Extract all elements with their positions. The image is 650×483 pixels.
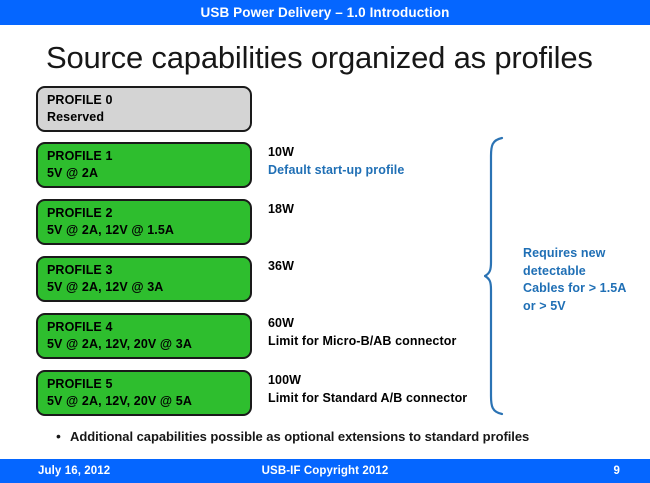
profile-name-0: PROFILE 0	[47, 93, 113, 107]
profile-spec-5: 5V @ 2A, 12V, 20V @ 5A	[47, 394, 192, 408]
profile-watt-5: 100W	[268, 373, 302, 387]
footer-divider	[0, 456, 650, 459]
profile-info-2: 18W	[268, 200, 483, 218]
profile-row-4: PROFILE 4 5V @ 2A, 12V, 20V @ 3A 60W Lim…	[0, 313, 650, 361]
profile-info-1: 10W Default start-up profile	[268, 143, 483, 179]
profile-box-5: PROFILE 5 5V @ 2A, 12V, 20V @ 5A	[36, 370, 252, 416]
profile-spec-1: 5V @ 2A	[47, 166, 99, 180]
profile-watt-2: 18W	[268, 202, 295, 216]
profile-note-4: Limit for Micro-B/AB connector	[268, 334, 457, 348]
profile-row-2: PROFILE 2 5V @ 2A, 12V @ 1.5A 18W	[0, 199, 650, 247]
annotation-line-3: Cables for > 1.5A	[523, 281, 627, 295]
profile-watt-3: 36W	[268, 259, 295, 273]
header-bar	[0, 0, 650, 25]
profile-box-4: PROFILE 4 5V @ 2A, 12V, 20V @ 3A	[36, 313, 252, 359]
profile-name-4: PROFILE 4	[47, 320, 113, 334]
bullet-item: • Additional capabilities possible as op…	[56, 428, 636, 445]
annotation-line-2: detectable	[523, 263, 586, 278]
profile-info-4: 60W Limit for Micro-B/AB connector	[268, 314, 483, 350]
profile-row-5: PROFILE 5 5V @ 2A, 12V, 20V @ 5A 100W Li…	[0, 370, 650, 418]
profile-spec-3: 5V @ 2A, 12V @ 3A	[47, 280, 164, 294]
header-divider	[0, 25, 650, 27]
profile-watt-1: 10W	[268, 145, 295, 159]
profile-watt-4: 60W	[268, 316, 295, 330]
profile-name-1: PROFILE 1	[47, 149, 113, 163]
footer-bar: USB-IF Copyright 2012 July 16, 2012 9	[0, 459, 650, 483]
footer-page-number: 9	[613, 465, 620, 477]
profile-row-0: PROFILE 0 Reserved	[0, 86, 650, 134]
profile-row-1: PROFILE 1 5V @ 2A 10W Default start-up p…	[0, 142, 650, 190]
footer-copyright: USB-IF Copyright 2012	[261, 465, 389, 477]
profile-box-1: PROFILE 1 5V @ 2A	[36, 142, 252, 188]
annotation-line-1: Requires new	[523, 246, 606, 260]
profile-name-3: PROFILE 3	[47, 263, 113, 277]
profile-row-3: PROFILE 3 5V @ 2A, 12V @ 3A 36W	[0, 256, 650, 304]
profile-name-5: PROFILE 5	[47, 377, 113, 391]
profile-info-3: 36W	[268, 257, 483, 275]
profile-box-0: PROFILE 0 Reserved	[36, 86, 252, 132]
profile-spec-0: Reserved	[47, 110, 105, 124]
profile-note-5: Limit for Standard A/B connector	[268, 391, 468, 405]
profile-note-1: Default start-up profile	[268, 163, 405, 177]
profile-info-5: 100W Limit for Standard A/B connector	[268, 371, 483, 407]
profile-box-3: PROFILE 3 5V @ 2A, 12V @ 3A	[36, 256, 252, 302]
profile-name-2: PROFILE 2	[47, 206, 113, 220]
brace-annotation: Requires new detectable Cables for > 1.5…	[523, 245, 645, 315]
annotation-line-4: or > 5V	[523, 298, 566, 313]
profile-box-2: PROFILE 2 5V @ 2A, 12V @ 1.5A	[36, 199, 252, 245]
footer-date: July 16, 2012	[38, 465, 111, 477]
bullet-text: Additional capabilities possible as opti…	[70, 429, 530, 444]
grouping-brace-icon	[483, 136, 512, 416]
page-title: Source capabilities organized as profile…	[46, 40, 593, 75]
bullet-marker-icon: •	[56, 428, 61, 444]
header-title: USB Power Delivery – 1.0 Introduction	[200, 5, 450, 20]
profile-spec-2: 5V @ 2A, 12V @ 1.5A	[47, 223, 175, 237]
profile-spec-4: 5V @ 2A, 12V, 20V @ 3A	[47, 337, 192, 351]
